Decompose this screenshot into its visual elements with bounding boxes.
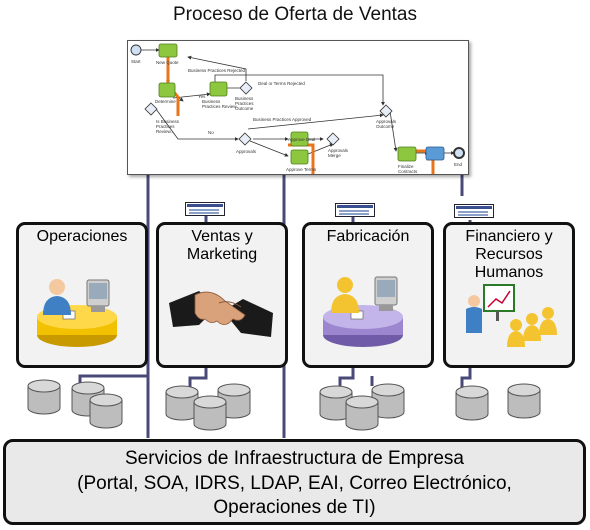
gateway-approvals-merge	[326, 132, 340, 146]
gateway-bp	[144, 102, 158, 116]
financiero-illustration	[466, 284, 557, 347]
task-new-quote	[158, 43, 178, 58]
process-diagram: Start New Quote Determine Is Business Pr…	[127, 40, 469, 175]
gateway-approvals	[238, 132, 252, 146]
chart-board-icon	[483, 284, 515, 321]
svg-text:Practices Review: Practices Review	[202, 104, 237, 109]
label-new-quote: New Quote	[156, 60, 179, 65]
fabricacion-illustration	[323, 276, 403, 347]
task-service	[425, 146, 445, 161]
label-no: No	[208, 130, 214, 135]
svg-text:Contracts: Contracts	[398, 169, 418, 174]
end-event	[453, 147, 465, 159]
label-approvals: Approvals	[236, 149, 257, 154]
window-icon-fabricacion[interactable]	[335, 203, 375, 217]
label-determine: Determine	[155, 99, 176, 104]
svg-text:Practices: Practices	[156, 124, 175, 129]
window-icon-financiero[interactable]	[454, 204, 494, 218]
user-icon	[507, 307, 557, 347]
label-approvals-outcome: Approvals	[376, 119, 397, 124]
label-end: End	[454, 162, 463, 167]
department-financiero-rrhh: Financiero y Recursos Humanos	[443, 222, 575, 368]
label-deal-terms: Deal or Terms Rejected	[258, 81, 305, 86]
department-label: Financiero y Recursos Humanos	[465, 228, 553, 281]
label-approvals-merge: Approvals	[328, 148, 349, 153]
start-event	[130, 44, 142, 56]
label-start: Start	[131, 59, 141, 64]
label-approve-terms: Approve Terms	[286, 167, 317, 172]
label-bp-approved: Business Practices Approved	[253, 117, 312, 122]
department-operaciones: Operaciones	[16, 222, 148, 368]
gateway-bp-outcome	[239, 81, 253, 95]
label-bp-outcome: Business	[235, 96, 254, 101]
task-approve-terms	[290, 149, 309, 165]
user-icon	[466, 295, 482, 333]
label-finalize: Finalize	[398, 164, 414, 169]
user-icon	[331, 277, 359, 313]
window-icon-ventas[interactable]	[185, 202, 225, 216]
diagram-title: Proceso de Oferta de Ventas	[173, 4, 417, 25]
infrastructure-list-cont: Operaciones de TI)	[213, 497, 376, 518]
label-approve-deal: Approve Deal	[288, 137, 315, 142]
svg-text:Merge: Merge	[328, 153, 341, 158]
computer-icon	[374, 276, 398, 311]
infrastructure-title: Servicios de Infraestructura de Empresa	[125, 448, 464, 469]
label-bp-review: Business	[202, 99, 221, 104]
user-icon	[43, 279, 71, 315]
department-ventas-marketing: Ventas y Marketing	[156, 222, 288, 368]
label-bp-rejected: Business Practices Rejected	[188, 68, 246, 73]
label-bp-gateway: Is Business	[156, 119, 180, 124]
gateway-approvals-outcome	[379, 104, 393, 118]
department-fabricacion: Fabricación	[302, 222, 434, 368]
svg-text:Review...: Review...	[156, 129, 174, 134]
computer-icon	[86, 279, 110, 312]
process-flow: Start New Quote Determine Is Business Pr…	[130, 43, 465, 174]
department-label: Ventas y Marketing	[186, 228, 258, 263]
task-bp-review	[209, 81, 228, 97]
department-label: Operaciones	[36, 228, 128, 245]
connector-operaciones-db	[78, 374, 148, 386]
task-approve-deal	[290, 131, 309, 147]
task-determine	[158, 82, 176, 98]
infrastructure-list: (Portal, SOA, IDRS, LDAP, EAI, Correo El…	[77, 473, 512, 494]
handshake-icon	[169, 291, 273, 337]
task-finalize	[397, 146, 417, 162]
svg-text:Outcome: Outcome	[376, 124, 395, 129]
operaciones-illustration	[37, 279, 117, 347]
department-label: Fabricación	[326, 228, 410, 245]
infrastructure-services: Servicios de Infraestructura de Empresa …	[3, 439, 586, 525]
svg-text:Practices: Practices	[235, 101, 254, 106]
label-yes: Yes	[198, 94, 206, 99]
svg-text:Outcome: Outcome	[235, 106, 254, 111]
